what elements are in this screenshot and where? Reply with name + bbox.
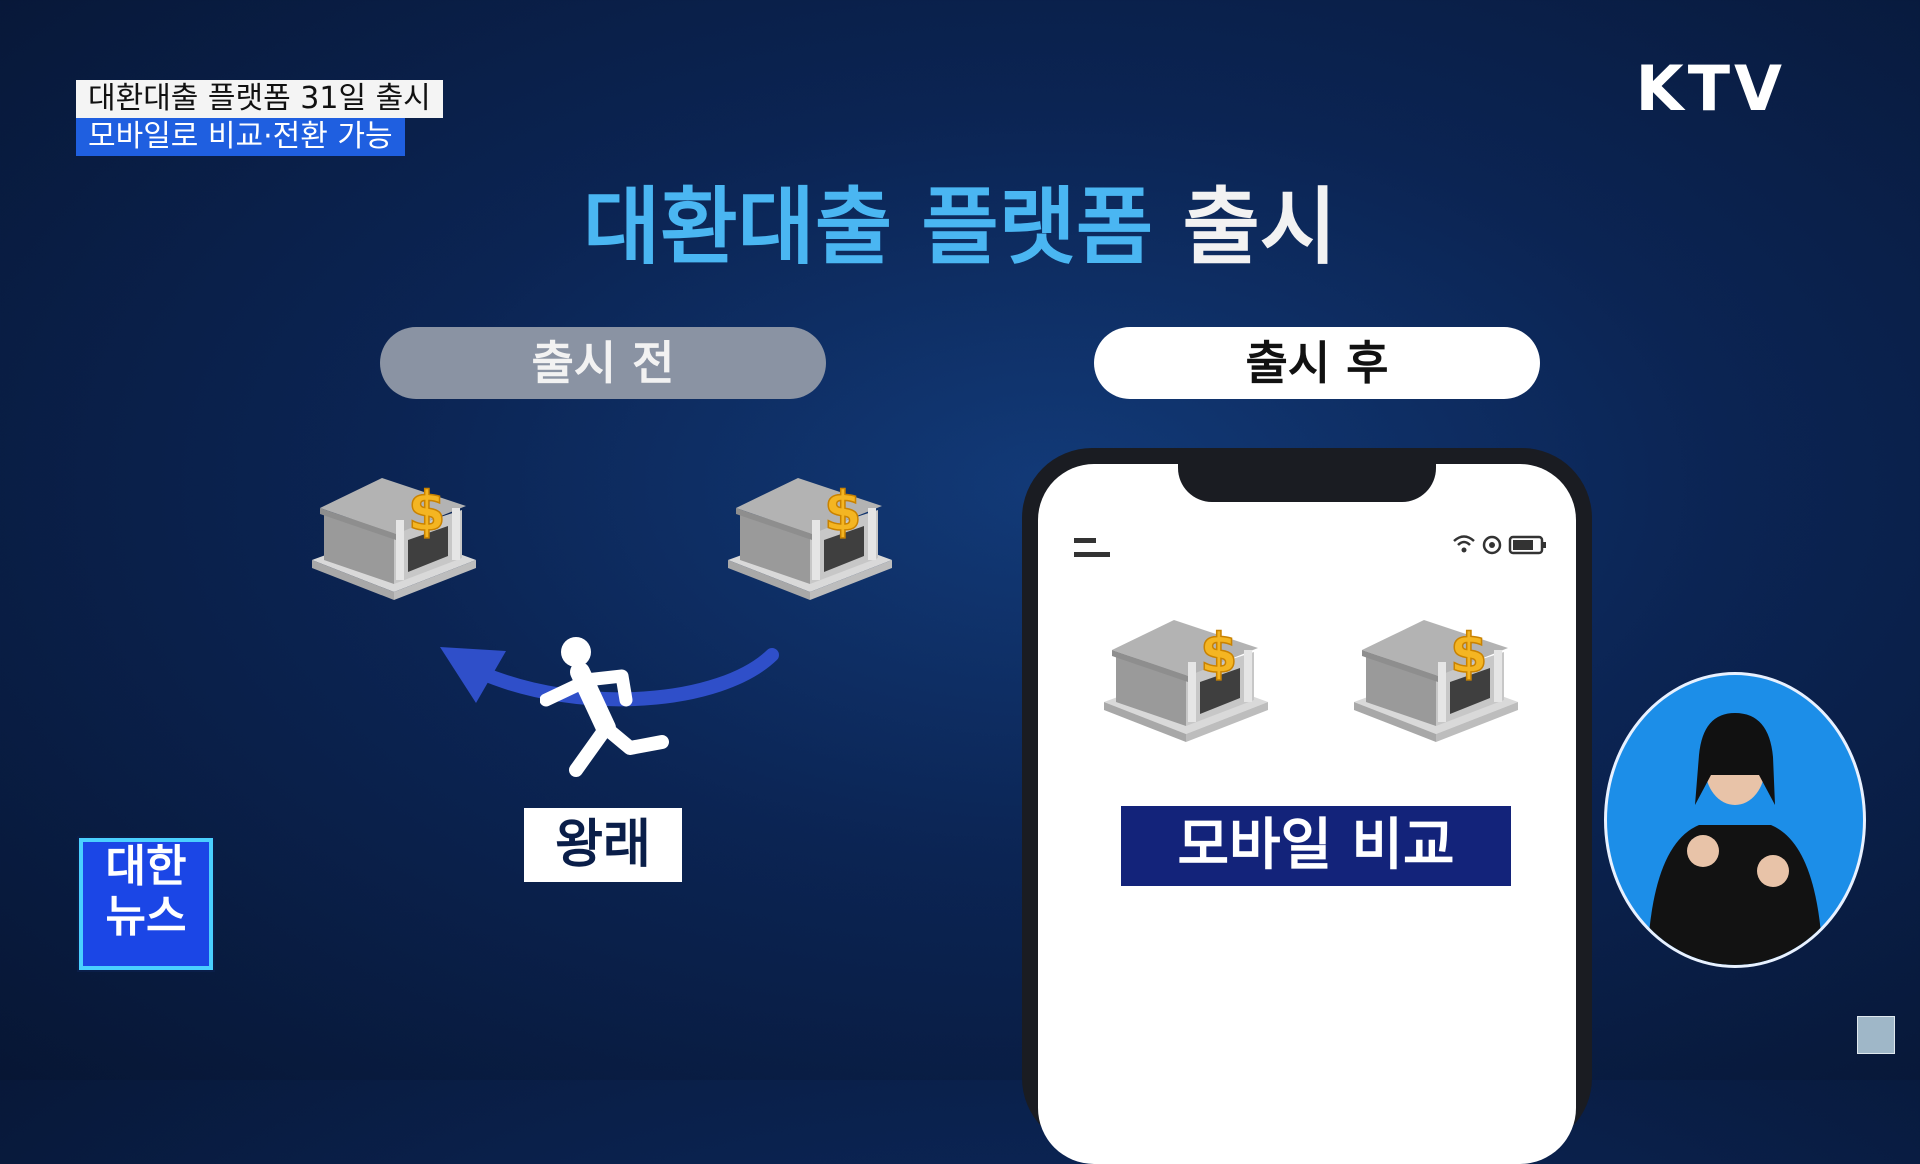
bank-icon: [1354, 619, 1519, 743]
channel-logo: KTV: [1635, 52, 1786, 125]
movement-label: 왕래: [524, 808, 682, 882]
menu-icon: [1074, 538, 1110, 557]
title-highlight: 대환대출 플랫폼: [582, 178, 1154, 276]
news-caption-headline: 대환대출 플랫폼 31일 출시: [76, 80, 443, 118]
phone-notch: [1178, 464, 1436, 502]
after-launch-label: 출시 후: [1094, 327, 1540, 399]
alarm-icon: [1482, 535, 1502, 555]
phone-mockup: [1022, 448, 1592, 1164]
mobile-compare-label: 모바일 비교: [1121, 806, 1511, 886]
wifi-icon: [1453, 535, 1475, 553]
bank-icon: [1104, 619, 1269, 743]
title-rest: 출시: [1182, 178, 1338, 276]
daehan-news-logo: 대한 뉴스: [79, 838, 213, 970]
running-person-icon: [540, 637, 669, 777]
bank-icon: [728, 477, 893, 601]
curved-arrow-icon: [440, 647, 779, 707]
interpreter-figure: [1647, 713, 1823, 965]
status-bar-icons: [1453, 535, 1546, 555]
battery-icon: [1508, 535, 1546, 555]
watermark-logo: [1857, 1016, 1895, 1054]
bank-icon: [312, 477, 477, 601]
news-logo-line1: 대한: [105, 841, 187, 892]
news-caption-subline: 모바일로 비교·전환 가능: [76, 118, 405, 156]
page-title: 대환대출 플랫폼 출시: [0, 160, 1920, 281]
sign-language-interpreter: [1604, 672, 1866, 968]
before-launch-label: 출시 전: [380, 327, 826, 399]
news-logo-line2: 뉴스: [105, 891, 187, 942]
